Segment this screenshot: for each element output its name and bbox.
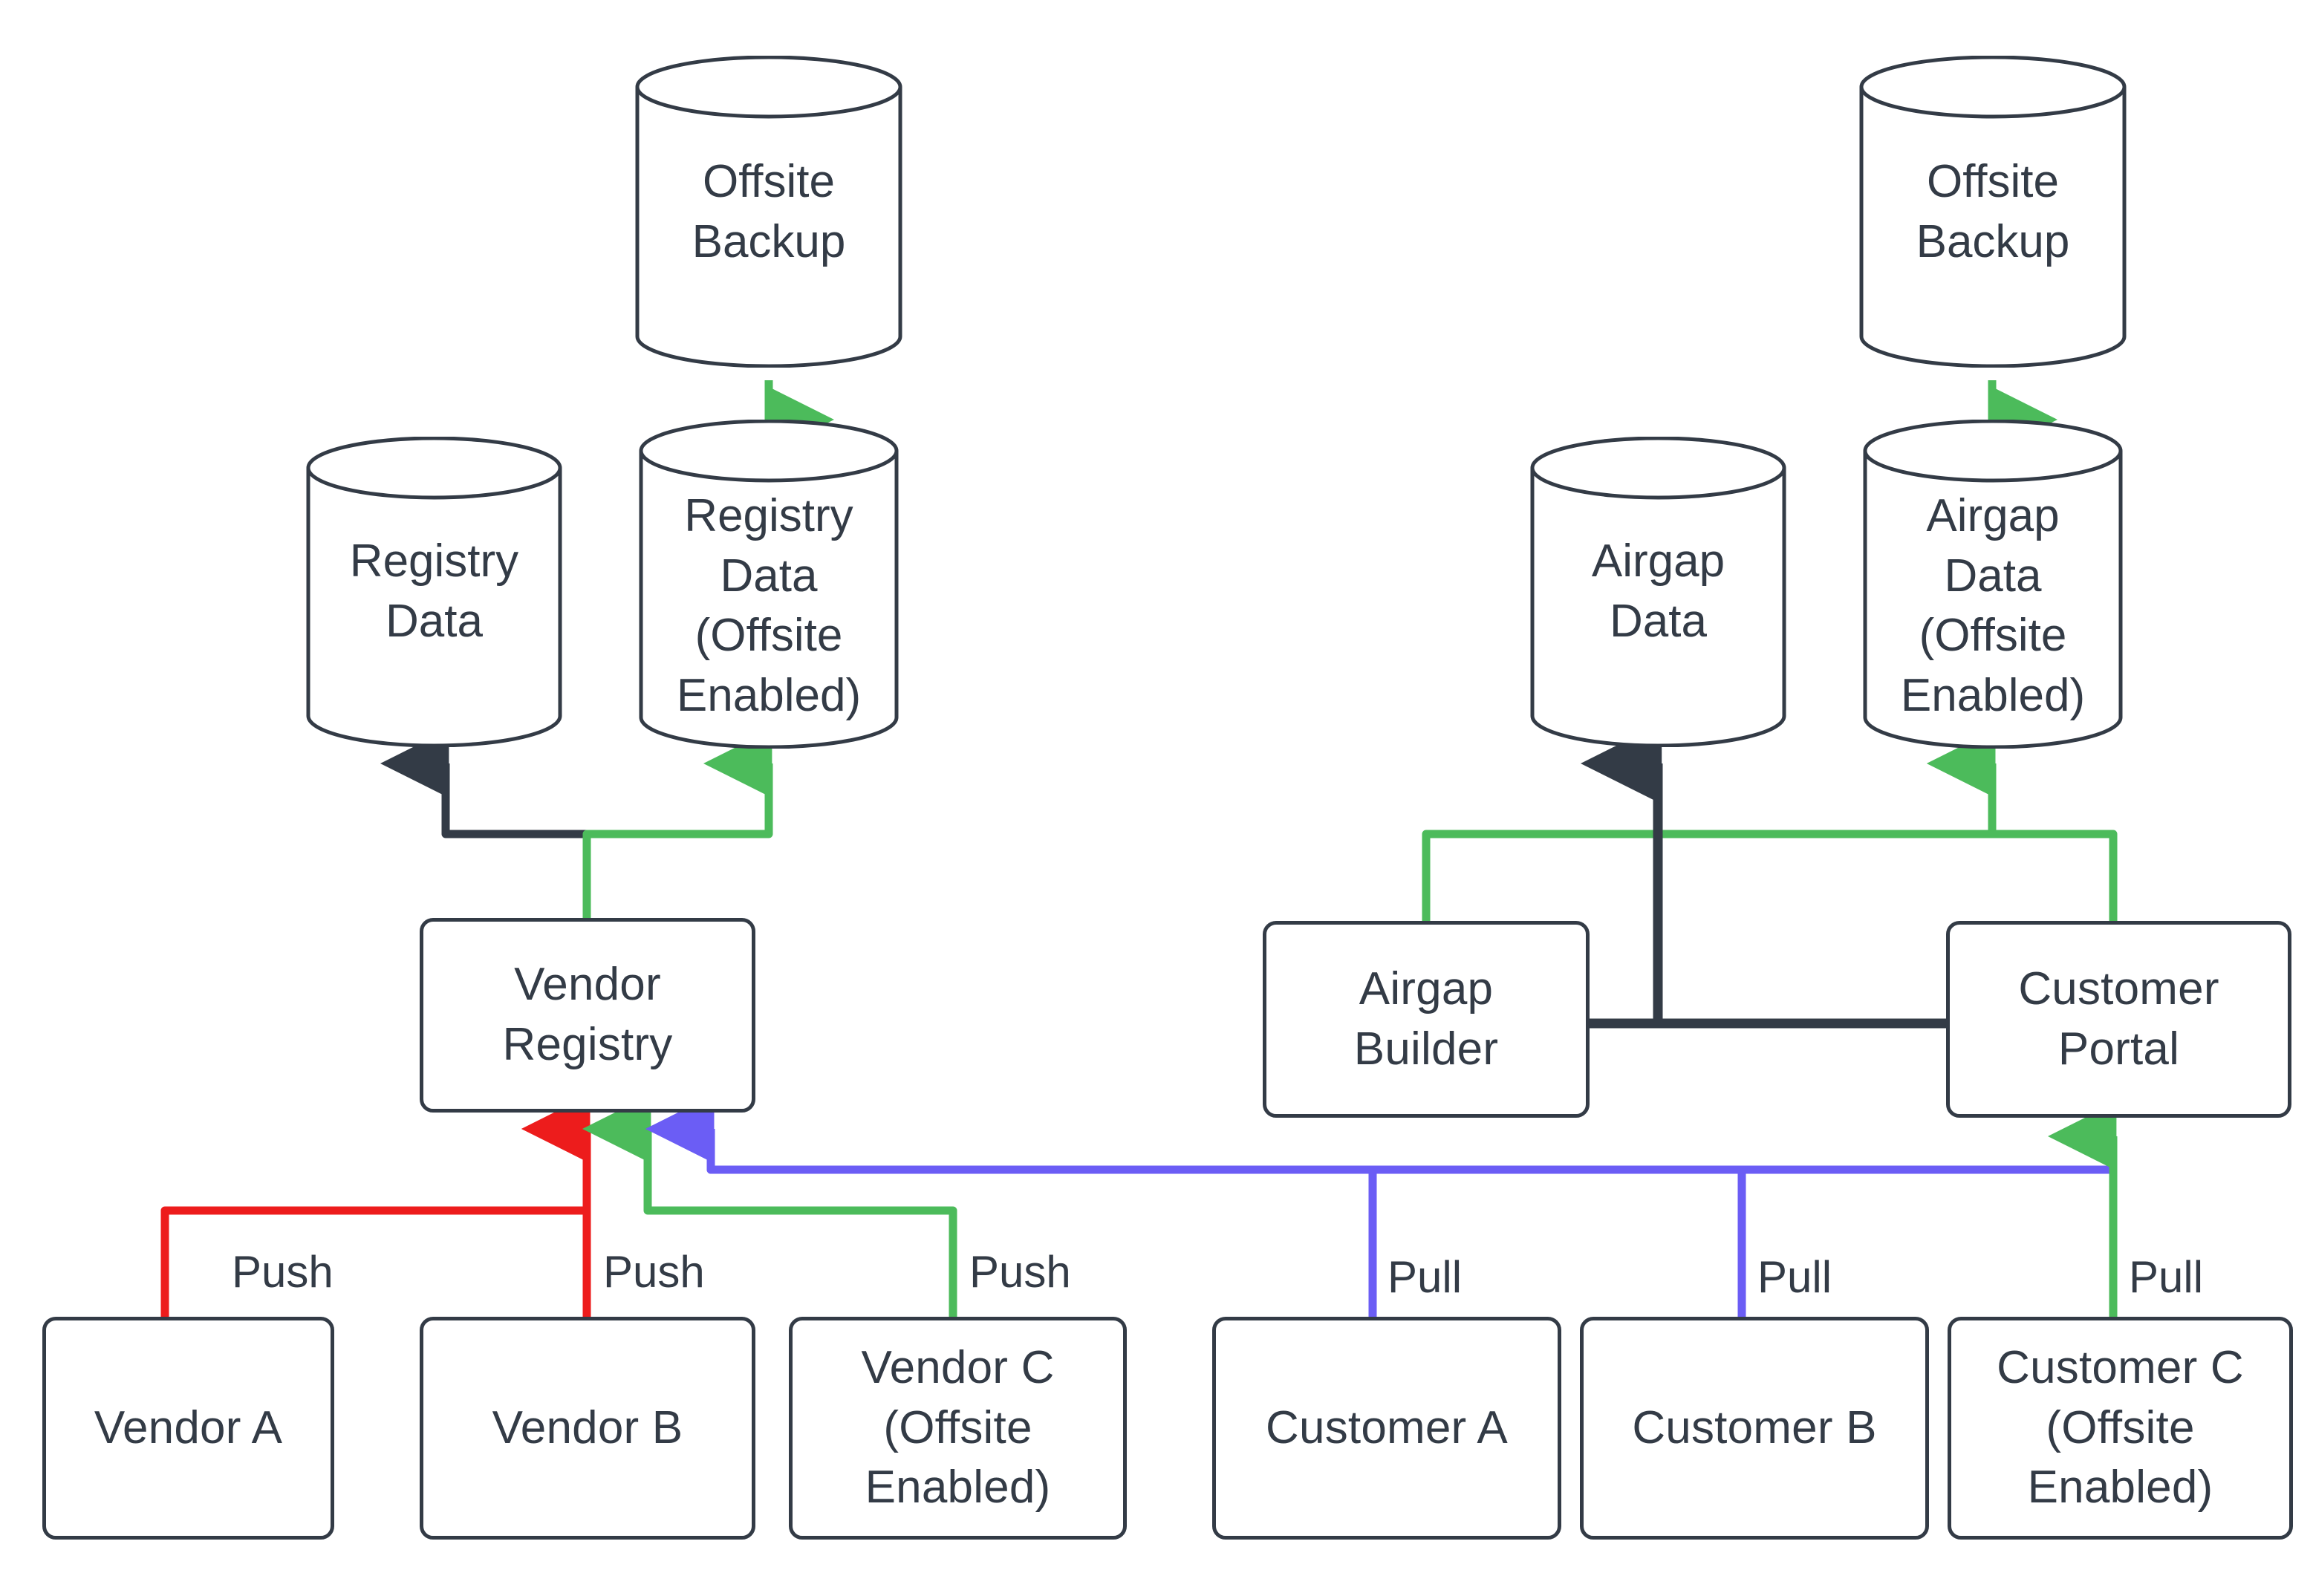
cylinder-shape — [1863, 420, 2123, 749]
node-customer-c[interactable]: Customer C (Offsite Enabled) — [1948, 1317, 2293, 1540]
edge-vendor-a-push — [160, 1094, 591, 1317]
cylinder-shape — [639, 420, 899, 749]
edge-label-pull-customer-b: Pull — [1757, 1252, 1832, 1302]
edge-label-push-vendor-a: Push — [232, 1247, 334, 1297]
node-vendor-c[interactable]: Vendor C (Offsite Enabled) — [789, 1317, 1127, 1540]
cylinder-shape — [1859, 56, 2127, 368]
node-label: Airgap Data — [1591, 535, 1725, 647]
edge-customer-portal-to-airgap-offsite — [1927, 729, 2118, 921]
edge-label-push-vendor-c: Push — [969, 1247, 1071, 1297]
edge-vendor-registry-to-registry-data — [380, 729, 591, 918]
node-airgap-data-offsite[interactable]: Airgap Data (Offsite Enabled) — [1863, 420, 2123, 749]
node-label: Offsite Backup — [1916, 156, 2070, 267]
node-customer-b[interactable]: Customer B — [1580, 1317, 1929, 1540]
edge-airgap-builder-to-airgap-offsite — [1422, 729, 1997, 921]
node-registry-data-offsite[interactable]: Registry Data (Offsite Enabled) — [639, 420, 899, 749]
cylinder-shape — [1530, 437, 1786, 747]
node-airgap-builder[interactable]: Airgap Builder — [1263, 921, 1590, 1118]
edge-label-pull-customer-c: Pull — [2129, 1252, 2204, 1302]
node-label: Offsite Backup — [692, 156, 846, 267]
node-label: Registry Data (Offsite Enabled) — [676, 490, 862, 721]
edge-customer-b-pull — [645, 1094, 1746, 1317]
node-vendor-b[interactable]: Vendor B — [420, 1317, 755, 1540]
node-registry-data[interactable]: Registry Data — [306, 437, 562, 747]
cylinder-shape — [635, 56, 902, 368]
node-customer-portal[interactable]: Customer Portal — [1946, 921, 2291, 1118]
node-vendor-registry[interactable]: Vendor Registry — [420, 918, 755, 1113]
node-label: Registry Data — [349, 535, 519, 647]
node-label: Airgap Data (Offsite Enabled) — [1900, 490, 2086, 721]
edge-label-pull-customer-a: Pull — [1388, 1252, 1463, 1302]
edge-customer-portal-to-airgap-data — [1581, 723, 1946, 1029]
cylinder-shape — [306, 437, 562, 747]
edge-label-push-vendor-b: Push — [603, 1247, 705, 1297]
node-vendor-a[interactable]: Vendor A — [42, 1317, 334, 1540]
node-offsite-backup-left[interactable]: Offsite Backup — [635, 56, 902, 368]
node-offsite-backup-right[interactable]: Offsite Backup — [1859, 56, 2127, 368]
edge-vendor-registry-to-registry-offsite — [582, 729, 773, 918]
node-customer-a[interactable]: Customer A — [1212, 1317, 1561, 1540]
node-airgap-data[interactable]: Airgap Data — [1530, 437, 1786, 747]
